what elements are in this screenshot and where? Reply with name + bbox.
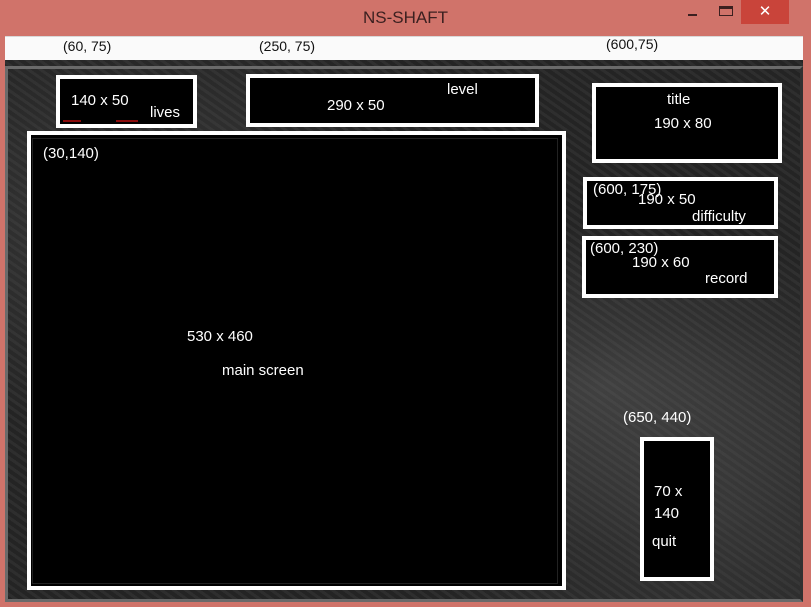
maximize-button[interactable] — [711, 0, 741, 24]
lives-panel — [56, 75, 197, 128]
title-panel — [592, 83, 782, 163]
record-coordinate: (600, 230) — [590, 240, 659, 257]
minimize-button[interactable] — [676, 0, 716, 24]
main-screen-coordinate: (30,140) — [43, 145, 99, 162]
title-size: 190 x 80 — [654, 115, 712, 132]
quit-coordinate: (650, 440) — [623, 409, 692, 426]
difficulty-size: 190 x 50 — [638, 191, 696, 208]
lives-size: 140 x 50 — [71, 92, 129, 109]
level-label: level — [447, 81, 478, 98]
title-coordinate: (600,75) — [606, 36, 659, 52]
record-panel — [582, 236, 778, 298]
window-title: NS-SHAFT — [363, 8, 448, 27]
lives-coordinate: (60, 75) — [63, 38, 112, 54]
record-label: record — [705, 270, 748, 287]
lives-marker — [116, 120, 138, 122]
difficulty-panel — [583, 177, 778, 229]
level-coordinate: (250, 75) — [259, 38, 316, 54]
main-screen-panel — [27, 131, 566, 590]
main-screen-label: main screen — [222, 362, 304, 379]
window-titlebar: NS-SHAFT ✕ — [0, 0, 811, 35]
difficulty-label: difficulty — [692, 208, 746, 225]
main-screen-size: 530 x 460 — [187, 328, 253, 345]
difficulty-coordinate: (600, 175) — [593, 181, 662, 198]
quit-size-line1: 70 x — [654, 483, 683, 500]
title-label: title — [667, 91, 691, 108]
main-screen-inner — [32, 138, 558, 584]
record-size: 190 x 60 — [632, 254, 690, 271]
close-icon: ✕ — [758, 3, 772, 20]
close-button[interactable]: ✕ — [741, 0, 789, 24]
quit-button[interactable] — [640, 437, 714, 581]
quit-size-line2: 140 — [654, 505, 680, 522]
lives-label: lives — [150, 104, 181, 121]
lives-marker — [63, 120, 81, 122]
top-strip — [5, 36, 803, 61]
level-panel — [246, 74, 539, 127]
level-size: 290 x 50 — [327, 97, 385, 114]
quit-label: quit — [652, 533, 677, 550]
